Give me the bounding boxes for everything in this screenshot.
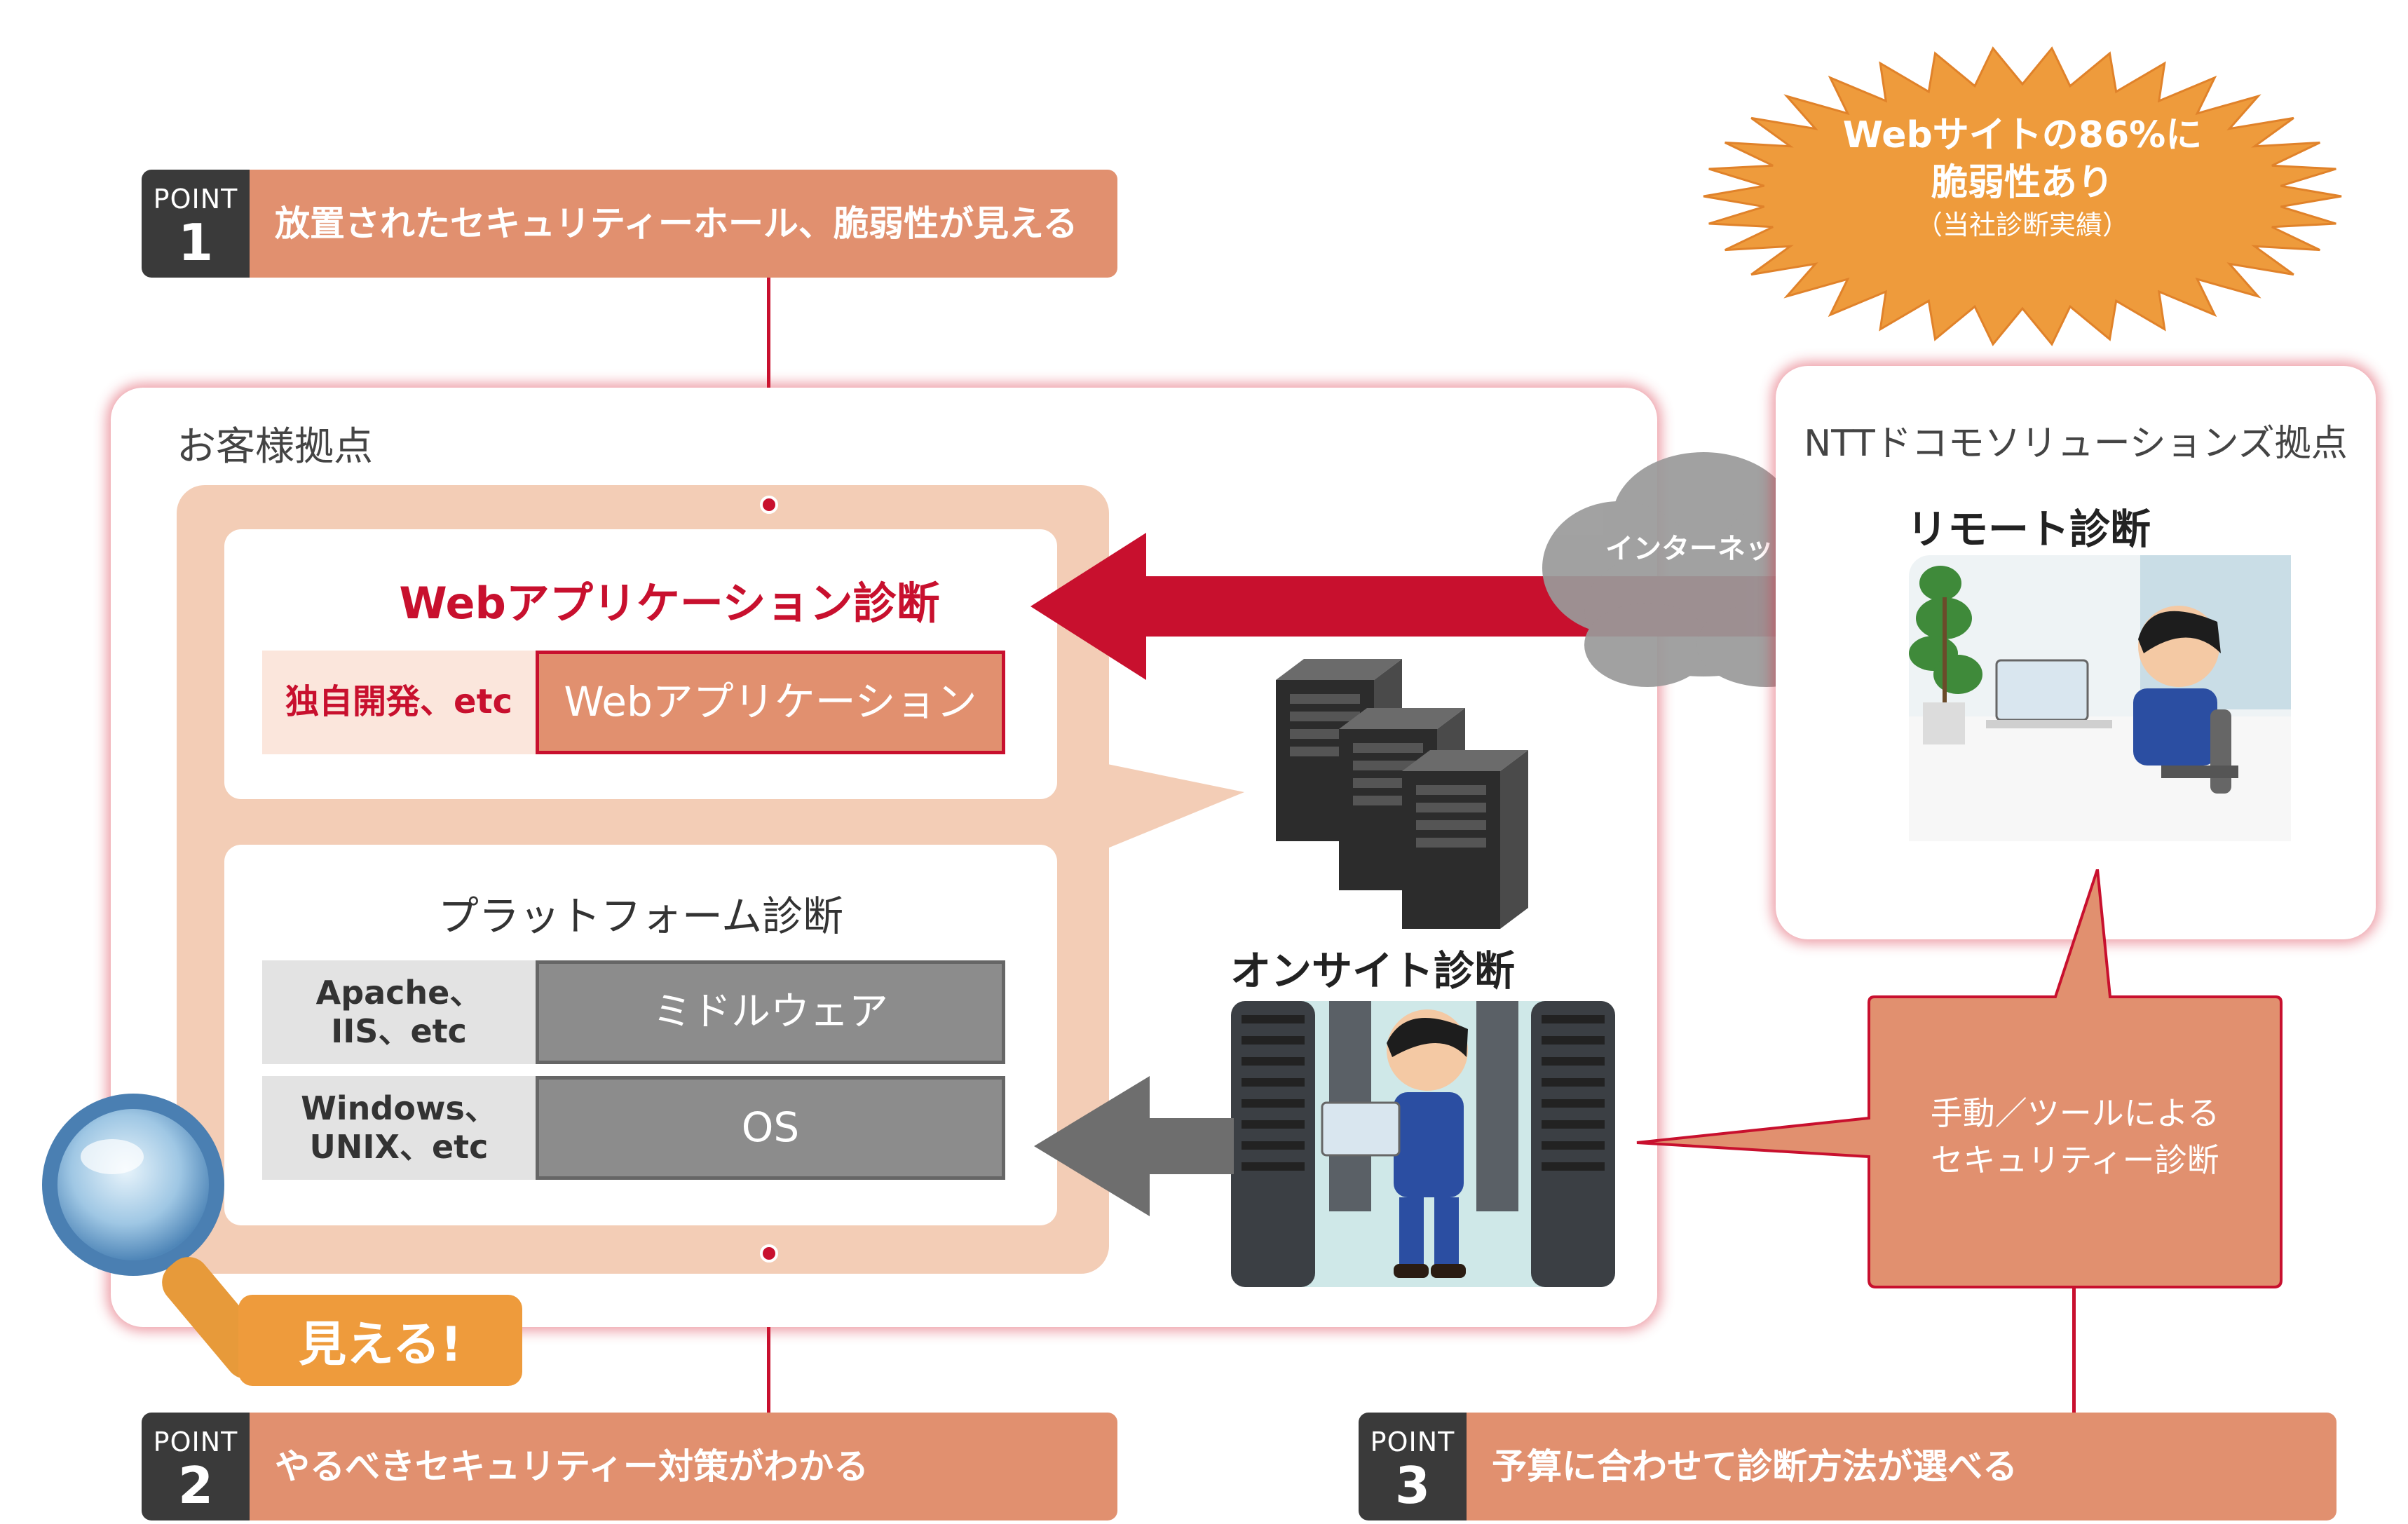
ntt-site-title: NTTドコモソリューションズ拠点 — [1804, 423, 2348, 465]
mieru-badge — [238, 1295, 522, 1386]
point-1-text: 放置されたセキュリティーホール、脆弱性が見える — [250, 170, 1117, 278]
middleware-right-cell: ミドルウェア — [536, 960, 1005, 1064]
point-1-badge: POINT 1 — [142, 170, 250, 278]
burst-line3: （当社診断実績） — [1915, 210, 2129, 240]
burst-line2: 脆弱性あり — [1931, 162, 2114, 204]
internet-cloud-icon — [1542, 452, 1861, 687]
backdrop-pointer — [1108, 764, 1244, 848]
onsite-illustration — [1231, 1001, 1615, 1287]
onsite-arrow — [1034, 1076, 1234, 1216]
middleware-left-cell: Apache、 IIS、etc — [262, 960, 536, 1064]
onsite-diagnosis-title: オンサイト診断 — [1230, 947, 1516, 995]
starburst-badge — [1703, 46, 2342, 346]
connector-dot-top — [760, 496, 778, 514]
method-callout-text: 手動／ツールによる セキュリティー診断 — [1930, 1094, 2220, 1179]
point-2-label: POINT — [153, 1427, 238, 1457]
point-3-number: 3 — [1394, 1456, 1431, 1515]
webapp-right-cell: Webアプリケーション — [536, 651, 1005, 754]
connector-line-point2 — [767, 1251, 770, 1413]
webapp-diagnosis-title: Webアプリケーション診断 — [399, 578, 940, 629]
connector-line-point3 — [2072, 1251, 2076, 1413]
server-rack-icon — [1276, 659, 1528, 929]
remote-diagnosis-title: リモート診断 — [1907, 505, 2151, 553]
point-3-badge: POINT 3 — [1359, 1413, 1467, 1520]
point-3-banner: POINT 3 予算に合わせて診断方法が選べる — [1359, 1413, 2336, 1520]
method-callout-shape — [1636, 869, 2283, 1288]
platform-diagnosis-title: プラットフォーム診断 — [437, 892, 844, 940]
point-2-text: やるべきセキュリティー対策がわかる — [250, 1413, 1117, 1520]
customer-site-title: お客様拠点 — [177, 424, 373, 470]
point-2-banner: POINT 2 やるべきセキュリティー対策がわかる — [142, 1413, 1117, 1520]
connector-dot-bottom — [760, 1244, 778, 1263]
os-right-cell: OS — [536, 1076, 1005, 1180]
os-left-cell: Windows、 UNIX、etc — [262, 1076, 536, 1180]
point-3-label: POINT — [1370, 1427, 1455, 1457]
point-1-label: POINT — [153, 184, 238, 215]
point-3-text: 予算に合わせて診断方法が選べる — [1467, 1413, 2336, 1520]
point-2-badge: POINT 2 — [142, 1413, 250, 1520]
remote-illustration — [1909, 555, 2291, 841]
point-1-banner: POINT 1 放置されたセキュリティーホール、脆弱性が見える — [142, 170, 1117, 278]
webapp-left-cell: 独自開発、etc — [262, 651, 536, 754]
burst-line1: Webサイトの86%に — [1842, 114, 2203, 156]
point-2-number: 2 — [177, 1456, 214, 1515]
remote-arrow — [1030, 533, 1907, 680]
mieru-text: 見える! — [299, 1317, 462, 1373]
internet-cloud-label: インターネット — [1605, 533, 1802, 565]
point-1-number: 1 — [177, 213, 214, 272]
